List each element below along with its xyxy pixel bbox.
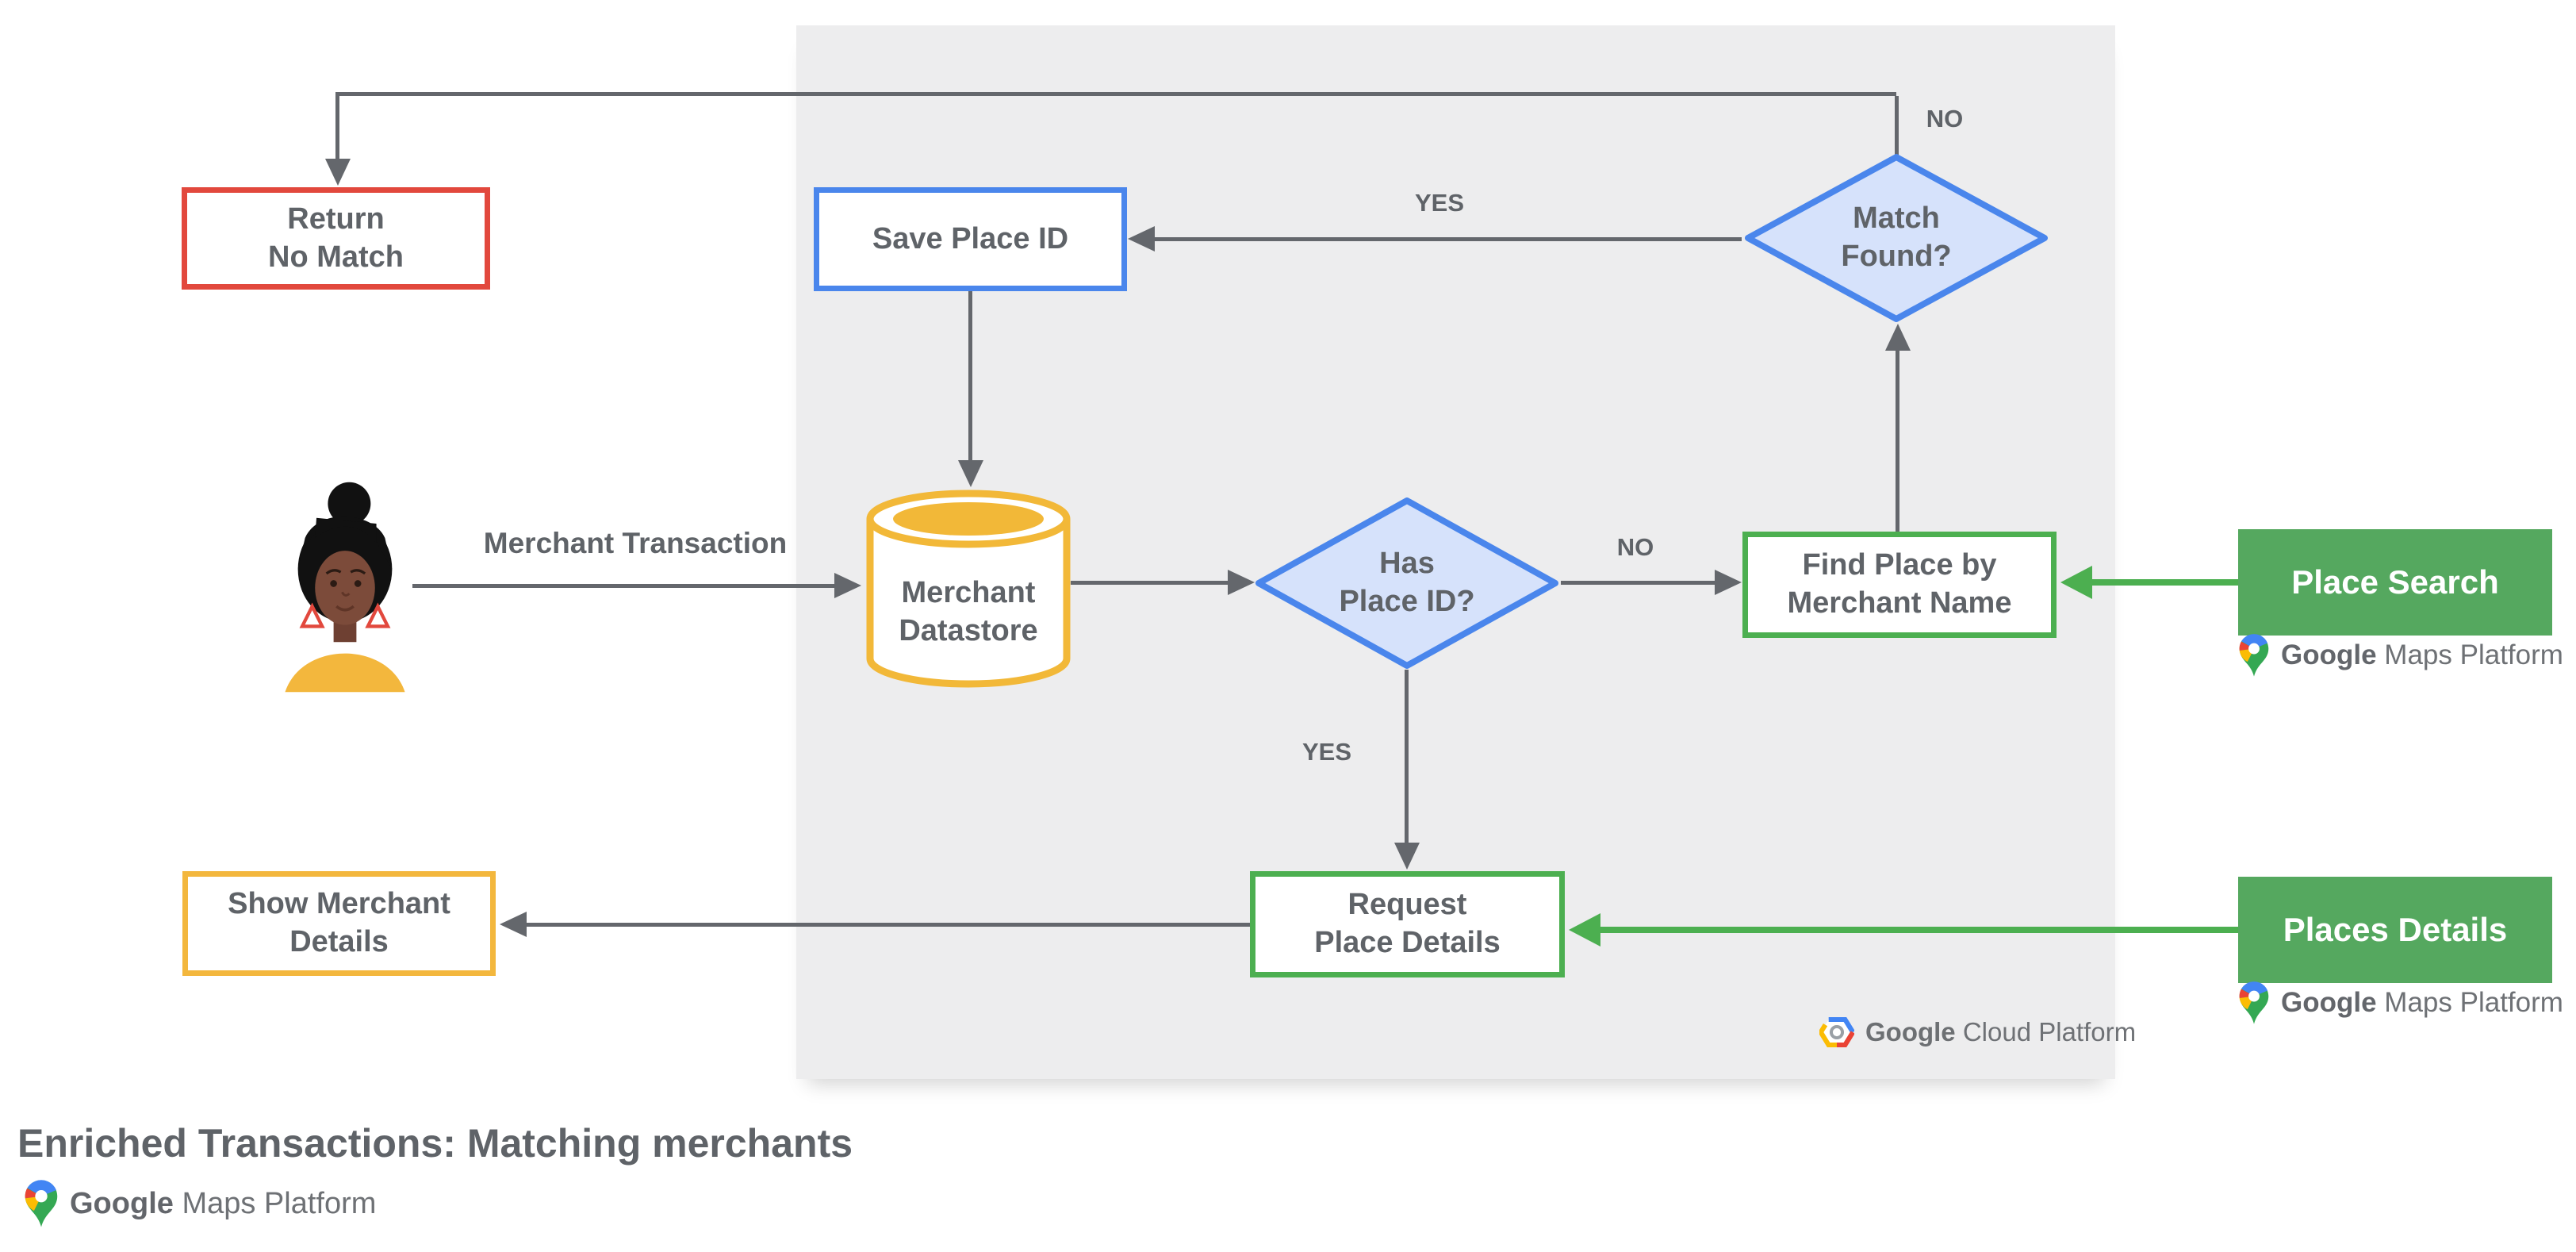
arrowhead-into-return (325, 159, 351, 186)
api-badge-label: Places Details (2283, 911, 2508, 948)
cloud-hexagon-icon (1819, 1017, 1854, 1047)
edge-no-loop-drop (335, 94, 339, 162)
arrowhead-into-match-found (1885, 324, 1911, 351)
edge-yes-top (1152, 237, 1742, 241)
edge-datastore-to-has (1071, 581, 1229, 585)
node-label: Details (289, 925, 389, 958)
edge-label-merchant-transaction: Merchant Transaction (483, 527, 788, 559)
edge-request-to-show (525, 923, 1250, 927)
edge-places-details (1597, 927, 2238, 933)
maps-pin-icon (2239, 981, 2269, 1024)
node-label: Show Merchant (228, 887, 450, 921)
api-badge-label: Place Search (2291, 563, 2499, 601)
node-save-place-id: Save Place ID (814, 187, 1127, 291)
diamond-shape (1255, 497, 1558, 669)
arrowhead-green-into-request (1569, 913, 1600, 947)
edge-place-search (2089, 579, 2238, 586)
node-label: Return (287, 202, 385, 236)
node-label: No Match (268, 240, 404, 274)
node-merchant-datastore: Merchant Datastore (864, 486, 1072, 696)
node-label: Merchant (901, 576, 1036, 610)
api-badge-place-search: Place Search (2238, 529, 2552, 636)
decision-match-found: Match Found? (1743, 153, 2049, 323)
edge-find-to-match (1896, 349, 1899, 532)
gmp-logo-footer: Google Maps Platform (24, 1179, 376, 1228)
node-label: Save Place ID (872, 221, 1069, 255)
node-request-place-details: Request Place Details (1250, 871, 1565, 977)
arrowhead-into-save-place-id (1128, 226, 1155, 252)
arrowhead-into-has-diamond (1228, 570, 1255, 595)
maps-pin-icon (2239, 634, 2269, 677)
edge-label-yes-mid: YES (1301, 738, 1352, 766)
node-label: Request (1347, 888, 1467, 922)
node-return-no-match: Return No Match (182, 187, 490, 290)
edge-no-mid (1561, 581, 1718, 585)
edge-no-loop-rise (1895, 96, 1899, 155)
gmp-logo-text: Google Maps Platform (2281, 987, 2563, 1018)
node-label: Has (1379, 547, 1435, 581)
gmp-logo-text: Google Maps Platform (70, 1186, 377, 1220)
node-label: Found? (1841, 240, 1952, 273)
api-badge-places-details: Places Details (2238, 877, 2552, 983)
arrowhead-into-datastore (958, 460, 983, 487)
edge-label-yes-top: YES (1414, 189, 1465, 217)
gmp-logo-text: Google Maps Platform (2281, 639, 2563, 670)
node-show-merchant-details: Show Merchant Details (182, 871, 496, 976)
arrowhead-green-into-find-place (2060, 566, 2092, 599)
gcp-logo-text: Google Cloud Platform (1865, 1017, 2137, 1047)
decision-has-place-id: Has Place ID? (1254, 497, 1560, 670)
arrowhead-into-request (1394, 843, 1420, 870)
user-avatar (274, 481, 416, 693)
edge-no-loop-top (335, 92, 1896, 96)
node-label: Datastore (899, 614, 1038, 647)
edge-label-no-mid: NO (1616, 533, 1654, 561)
node-label: Merchant Name (1787, 586, 2012, 620)
node-label: Place Details (1314, 926, 1501, 959)
person-icon (285, 482, 405, 693)
edge-save-to-datastore (968, 282, 972, 464)
gcp-logo: Google Cloud Platform (1819, 1017, 2136, 1047)
gmp-logo-places-details: Google Maps Platform (2238, 981, 2563, 1025)
gmp-logo-place-search: Google Maps Platform (2238, 633, 2563, 678)
node-label: Find Place by (1802, 548, 1997, 582)
database-cylinder-icon (866, 490, 1071, 688)
page-title: Enriched Transactions: Matching merchant… (17, 1121, 853, 1166)
diamond-shape (1745, 154, 2048, 322)
arrowhead-into-find-place (1715, 570, 1742, 595)
edge-merchant-transaction (412, 584, 836, 588)
node-find-place-by-merchant-name: Find Place by Merchant Name (1742, 532, 2057, 638)
node-label: Place ID? (1339, 585, 1475, 618)
maps-pin-icon (25, 1180, 58, 1227)
edge-label-no-top: NO (1926, 105, 1964, 132)
arrowhead-into-show-merchant (500, 912, 527, 937)
node-label: Match (1853, 202, 1940, 236)
arrowhead-into-datastore-left (834, 573, 861, 598)
edge-yes-down (1405, 670, 1409, 847)
